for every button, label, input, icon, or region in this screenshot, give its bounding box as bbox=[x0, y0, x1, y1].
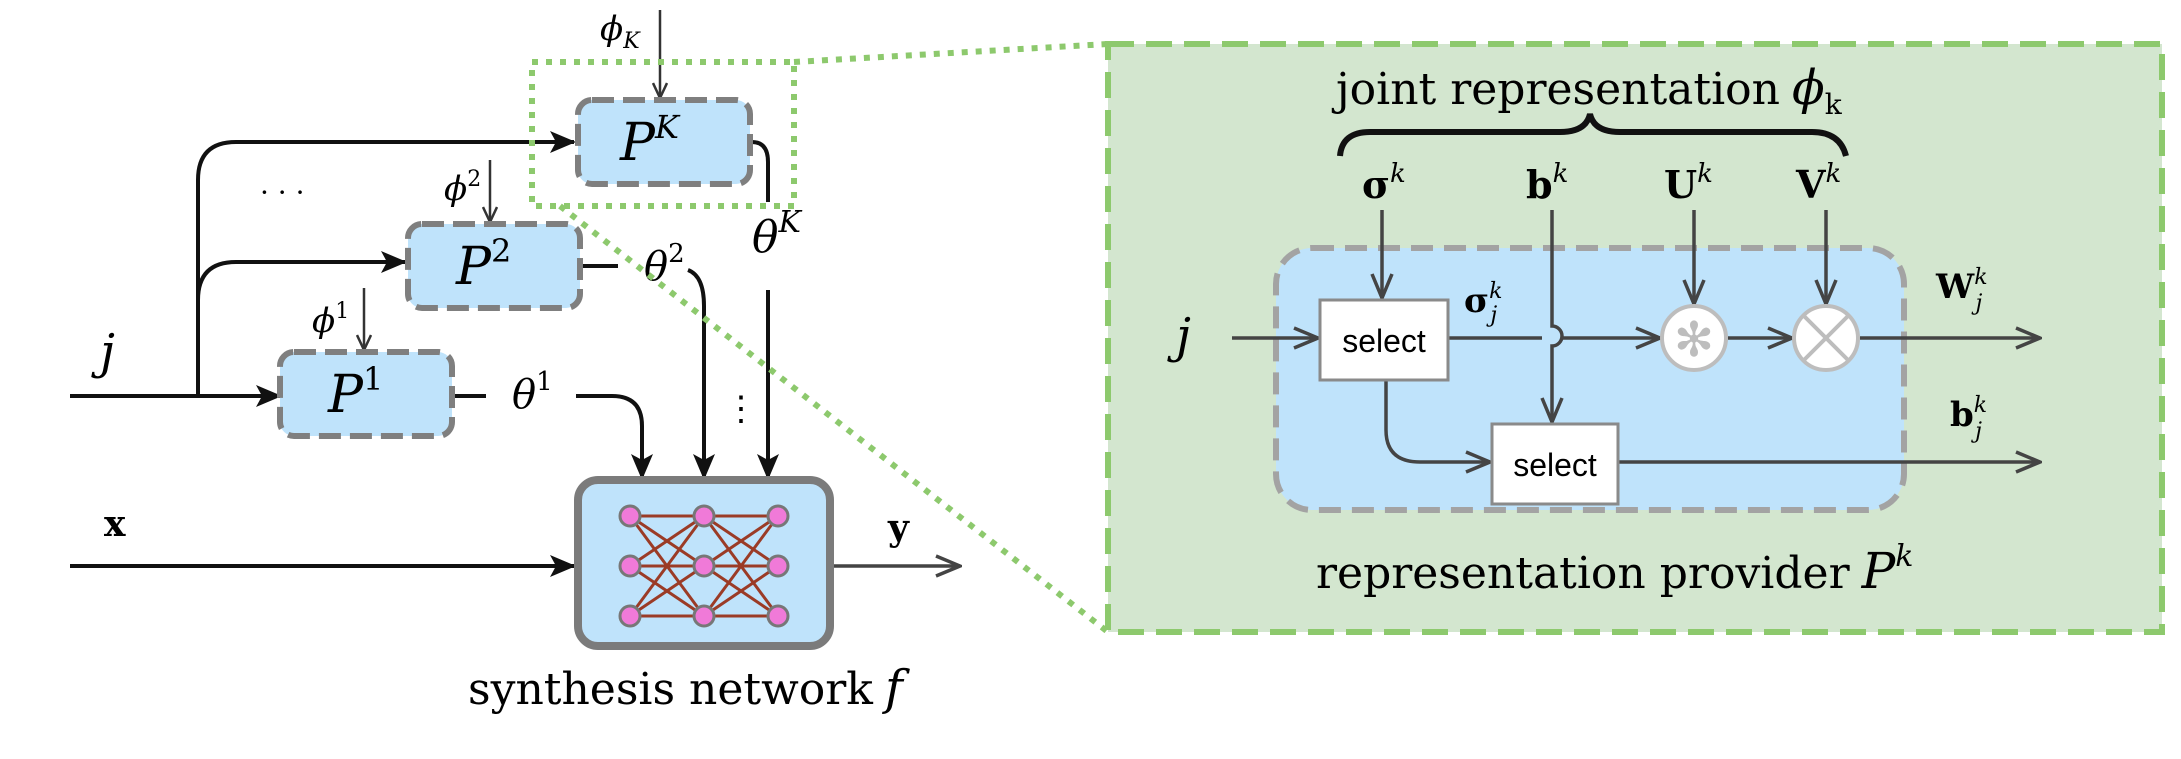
provider-p2-box bbox=[405, 221, 583, 311]
nn-edge bbox=[628, 515, 706, 617]
zoom-line-bottom bbox=[558, 203, 1110, 635]
ellipsis-horizontal: · · · bbox=[260, 176, 305, 209]
theta2-label: θ2 bbox=[644, 239, 685, 290]
nn-edge bbox=[702, 515, 780, 617]
wire-select-to-select bbox=[1384, 380, 1490, 462]
zoom-connector bbox=[529, 41, 1110, 635]
input-x-label: x bbox=[104, 503, 126, 545]
provider-p1-label: P1 bbox=[327, 360, 383, 425]
input-v-label: Vk bbox=[1795, 159, 1841, 207]
zoom-source-box bbox=[529, 59, 797, 209]
provider-pk-box bbox=[575, 97, 753, 187]
nn-edge bbox=[703, 564, 779, 618]
nn-node bbox=[766, 554, 790, 578]
input-sigma-label: σk bbox=[1362, 159, 1406, 207]
nn-edge bbox=[703, 514, 779, 568]
input-j-label: j bbox=[91, 324, 115, 380]
select-bottom-box bbox=[1490, 422, 1620, 506]
nn-node bbox=[618, 554, 642, 578]
ellipsis-vertical: ⋮ bbox=[724, 389, 758, 429]
select-bottom-label: select bbox=[1513, 447, 1597, 483]
nn-node bbox=[692, 604, 716, 628]
wire-j-to-pk bbox=[196, 131, 576, 300]
nn-node bbox=[618, 604, 642, 628]
phi2-label: ϕ2 bbox=[444, 167, 481, 209]
input-u-label: Uk bbox=[1664, 159, 1713, 207]
nn-node bbox=[618, 504, 642, 528]
provider-pk-label: PK bbox=[619, 108, 681, 173]
zoom-line-top bbox=[793, 41, 1109, 65]
provider-p2-label: P2 bbox=[455, 232, 511, 297]
nn-edge bbox=[629, 514, 705, 568]
wire-b-in bbox=[1552, 210, 1564, 422]
phi1-label: ϕ1 bbox=[312, 299, 349, 341]
multiply-operator bbox=[1792, 304, 1860, 372]
wire-theta2 bbox=[580, 264, 704, 478]
nn-node bbox=[692, 554, 716, 578]
nn-node bbox=[692, 504, 716, 528]
left-panel: P1 P2 PK ϕ1 ϕ2 ϕK θ1 θ2 θK · · · ⋮ j x y… bbox=[70, 9, 960, 716]
provider-p1-box bbox=[277, 349, 455, 439]
convolution-symbol: ✻ bbox=[1674, 314, 1714, 367]
thetaK-label: θK bbox=[752, 205, 803, 263]
select-top-box bbox=[1318, 298, 1450, 382]
nn-edge bbox=[629, 564, 705, 618]
convolution-operator bbox=[1660, 304, 1728, 372]
theta1-label: θ1 bbox=[512, 367, 553, 418]
nn-node bbox=[766, 604, 790, 628]
phiK-label: ϕK bbox=[600, 9, 641, 54]
output-y-label: y bbox=[887, 507, 910, 549]
wire-thetaK bbox=[752, 140, 768, 478]
input-b-label: bk bbox=[1526, 159, 1568, 207]
neural-net-icon bbox=[618, 504, 790, 628]
wire-theta1 bbox=[452, 394, 642, 478]
joint-brace bbox=[1337, 113, 1849, 157]
select-top-label: select bbox=[1342, 323, 1426, 359]
nn-node bbox=[766, 504, 790, 528]
